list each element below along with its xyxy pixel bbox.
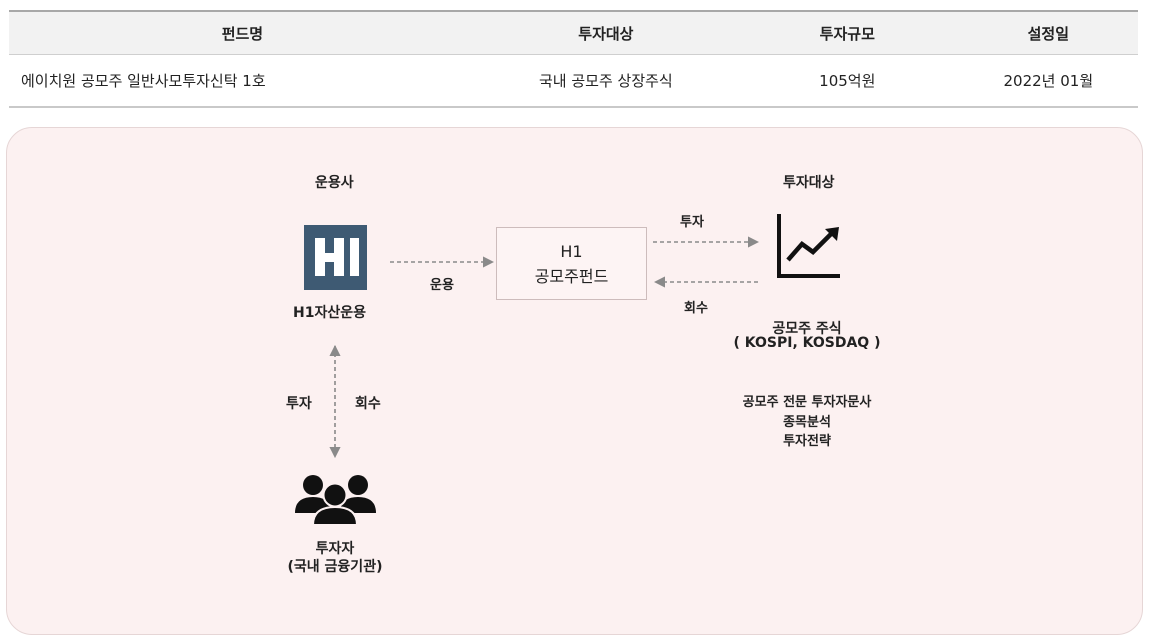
stock-chart-icon — [777, 214, 840, 278]
advisor-title: 공모주 전문 투자자문사 — [742, 395, 872, 410]
header-investment-size: 투자규모 — [735, 10, 959, 55]
header-investment-target: 투자대상 — [475, 10, 736, 55]
diagram-arrows — [295, 214, 840, 526]
cell-investment-target: 국내 공모주 상장주식 — [475, 54, 736, 108]
operation-label: 운용 — [430, 278, 454, 293]
table-header-row: 펀드명 투자대상 투자규모 설정일 — [9, 10, 1138, 55]
invest-label: 투자 — [680, 215, 704, 230]
cell-investment-size: 105억원 — [735, 54, 959, 108]
manager-heading: 운용사 — [315, 175, 354, 191]
cell-setup-date: 2022년 01월 — [958, 54, 1138, 108]
target-heading: 투자대상 — [783, 175, 835, 191]
advisor-stock-analysis: 종목분석 — [783, 415, 831, 430]
fund-box: H1 공모주펀드 — [496, 227, 647, 300]
fund-name-line1: H1 — [560, 241, 583, 261]
fund-name-line2: 공모주펀드 — [534, 266, 609, 286]
header-setup-date: 설정일 — [958, 10, 1138, 55]
investor-recover-label: 회수 — [355, 396, 381, 412]
target-markets: ( KOSPI, KOSDAQ ) — [733, 335, 881, 351]
investors-group-icon — [295, 475, 376, 526]
header-fund-name: 펀드명 — [9, 10, 476, 55]
fund-structure-diagram: 운용사 H1자산운용 운용 H1 공모주펀드 투자대상 투자 회수 공모주 주식… — [6, 127, 1143, 635]
investor-detail: (국내 금융기관) — [287, 559, 383, 575]
investor-invest-label: 투자 — [286, 396, 312, 412]
table-row: 에이치원 공모주 일반사모투자신탁 1호 국내 공모주 상장주식 105억원 2… — [9, 54, 1138, 108]
investor-name: 투자자 — [315, 541, 355, 557]
h1-logo-mark — [315, 238, 359, 276]
target-name: 공모주 주식 — [772, 321, 842, 337]
recover-label: 회수 — [684, 301, 708, 316]
advisor-strategy: 투자전략 — [783, 434, 831, 449]
cell-fund-name: 에이치원 공모주 일반사모투자신탁 1호 — [9, 54, 476, 108]
manager-name: H1자산운용 — [293, 305, 366, 321]
h1-logo — [304, 225, 367, 290]
fund-summary-table: 펀드명 투자대상 투자규모 설정일 에이치원 공모주 일반사모투자신탁 1호 국… — [9, 10, 1138, 108]
